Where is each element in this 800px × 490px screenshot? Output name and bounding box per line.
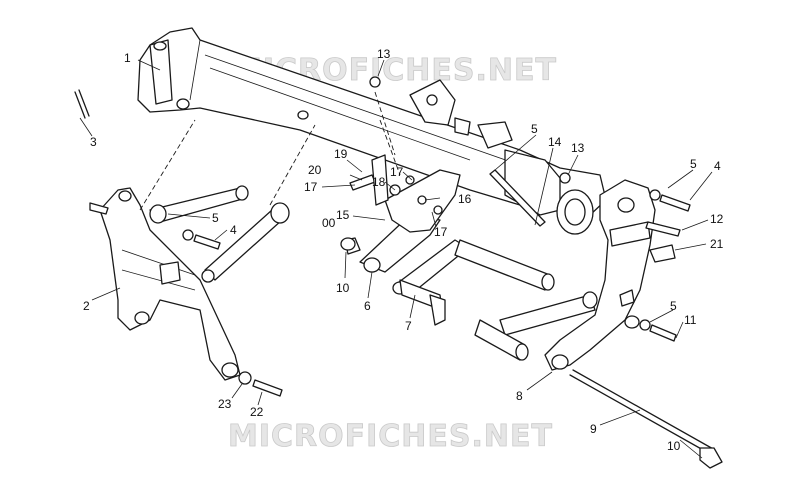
callout-5-upper-center: 5 xyxy=(531,122,538,136)
left-support-bracket xyxy=(89,187,241,381)
callout-23: 23 xyxy=(218,397,232,411)
callout-5-left: 5 xyxy=(212,211,219,225)
callout-14: 14 xyxy=(548,135,562,149)
central-linkage xyxy=(340,154,469,326)
callout-9: 9 xyxy=(590,422,597,436)
callout-5-right-top: 5 xyxy=(690,157,697,171)
assembly-lines xyxy=(139,91,401,211)
callout-18: 18 xyxy=(372,175,386,189)
callout-17-lower: 17 xyxy=(434,225,448,239)
callout-labels: 1 2 3 4 4 5 5 5 5 6 7 8 9 10 10 11 12 13… xyxy=(83,47,724,453)
callout-2: 2 xyxy=(83,299,90,313)
callout-10-bottom: 10 xyxy=(667,439,681,453)
callout-19: 19 xyxy=(334,147,348,161)
callout-22: 22 xyxy=(250,405,264,419)
callout-11: 11 xyxy=(684,313,697,327)
callout-8: 8 xyxy=(516,389,523,403)
callout-21: 21 xyxy=(710,237,724,251)
callout-20: 20 xyxy=(308,163,322,177)
callout-4-left: 4 xyxy=(230,223,237,237)
watermark-bottom: MICROFICHES.NET xyxy=(228,419,553,454)
callout-7: 7 xyxy=(405,319,412,333)
callout-10-center: 10 xyxy=(336,281,350,295)
callout-3: 3 xyxy=(90,135,97,149)
callout-17-center: 17 xyxy=(390,165,404,179)
callout-4-right: 4 xyxy=(714,159,721,173)
callout-17-left: 17 xyxy=(304,180,318,194)
callout-6: 6 xyxy=(364,299,371,313)
callout-5-right-bottom: 5 xyxy=(670,299,677,313)
callout-13-top: 13 xyxy=(377,47,391,61)
main-frame-spine xyxy=(137,27,607,235)
right-support-bracket xyxy=(544,179,656,371)
crossbar-tubes xyxy=(454,239,598,361)
callout-16: 16 xyxy=(458,192,472,206)
callout-15: 15 xyxy=(336,208,350,222)
long-rod xyxy=(569,369,723,469)
bolts-and-washers xyxy=(74,76,691,397)
callout-00: 00 xyxy=(322,216,336,230)
callout-1: 1 xyxy=(124,51,131,65)
leader-lines xyxy=(79,59,713,459)
callout-12: 12 xyxy=(710,212,724,226)
left-linkage-tubes xyxy=(149,185,290,283)
callout-13-right: 13 xyxy=(571,141,585,155)
